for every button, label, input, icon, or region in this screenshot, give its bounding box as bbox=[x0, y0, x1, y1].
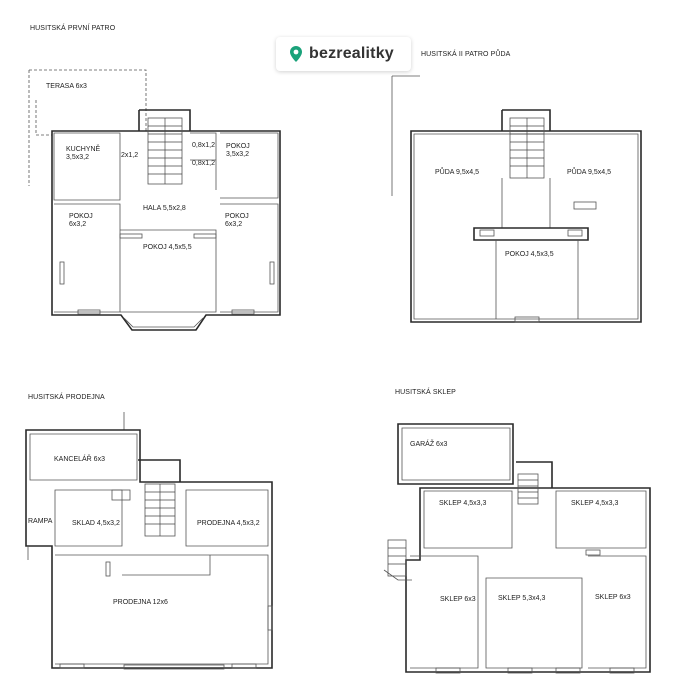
room-label-kuchyne: KUCHYNĚ 3,5x3,2 bbox=[66, 146, 101, 161]
shop-title: HUSITSKÁ PRODEJNA bbox=[28, 394, 105, 401]
cellar-plan bbox=[383, 423, 651, 674]
first-floor-plan bbox=[28, 69, 281, 331]
room-label-puda-e: PŮDA 9,5x4,5 bbox=[567, 169, 611, 176]
room-label-prodejna-small: PRODEJNA 4,5x3,2 bbox=[197, 520, 260, 527]
room-label-small-2x1-2: 2x1,2 bbox=[121, 152, 139, 159]
room-label-sklep-nw: SKLEP 4,5x3,3 bbox=[439, 500, 487, 507]
room-label-sklad: SKLAD 4,5x3,2 bbox=[72, 520, 120, 527]
room-label-attic-pokoj: POKOJ 4,5x3,5 bbox=[505, 251, 554, 258]
room-label-garaz: GARÁŽ 6x3 bbox=[410, 441, 448, 448]
room-label-rampa: RAMPA bbox=[28, 518, 53, 525]
room-label-wc-2: 0,8x1,2 bbox=[192, 160, 215, 167]
room-label-pokoj-ne: POKOJ 3,5x3,2 bbox=[226, 143, 250, 158]
brand-logo[interactable]: bezrealitky bbox=[276, 37, 411, 71]
room-label-sklep-ne: SKLEP 4,5x3,3 bbox=[571, 500, 619, 507]
attic-plan bbox=[391, 75, 642, 323]
shop-plan bbox=[25, 412, 273, 670]
room-label-kancelar: KANCELÁŘ 6x3 bbox=[54, 456, 105, 463]
map-pin-icon bbox=[290, 46, 302, 62]
room-label-puda-w: PŮDA 9,5x4,5 bbox=[435, 169, 479, 176]
room-label-wc-1: 0,8x1,2 bbox=[192, 142, 215, 149]
room-label-hala: HALA 5,5x2,8 bbox=[143, 205, 186, 212]
room-label-sklep-center: SKLEP 5,3x4,3 bbox=[498, 595, 546, 602]
cellar-title: HUSITSKÁ SKLEP bbox=[395, 389, 456, 396]
room-label-pokoj-w: POKOJ 6x3,2 bbox=[69, 213, 93, 228]
room-label-terasa: TERASA 6x3 bbox=[46, 83, 87, 90]
room-label-sklep-se: SKLEP 6x3 bbox=[595, 594, 631, 601]
room-label-pokoj-e: POKOJ 6x3,2 bbox=[225, 213, 249, 228]
room-label-sklep-sw: SKLEP 6x3 bbox=[440, 596, 476, 603]
attic-title: HUSITSKÁ II PATRO PŮDA bbox=[421, 51, 511, 58]
room-label-prodejna-big: PRODEJNA 12x6 bbox=[113, 599, 168, 606]
room-label-pokoj-center: POKOJ 4,5x5,5 bbox=[143, 244, 192, 251]
first-floor-title: HUSITSKÁ PRVNÍ PATRO bbox=[30, 25, 116, 32]
brand-name: bezrealitky bbox=[309, 45, 394, 62]
